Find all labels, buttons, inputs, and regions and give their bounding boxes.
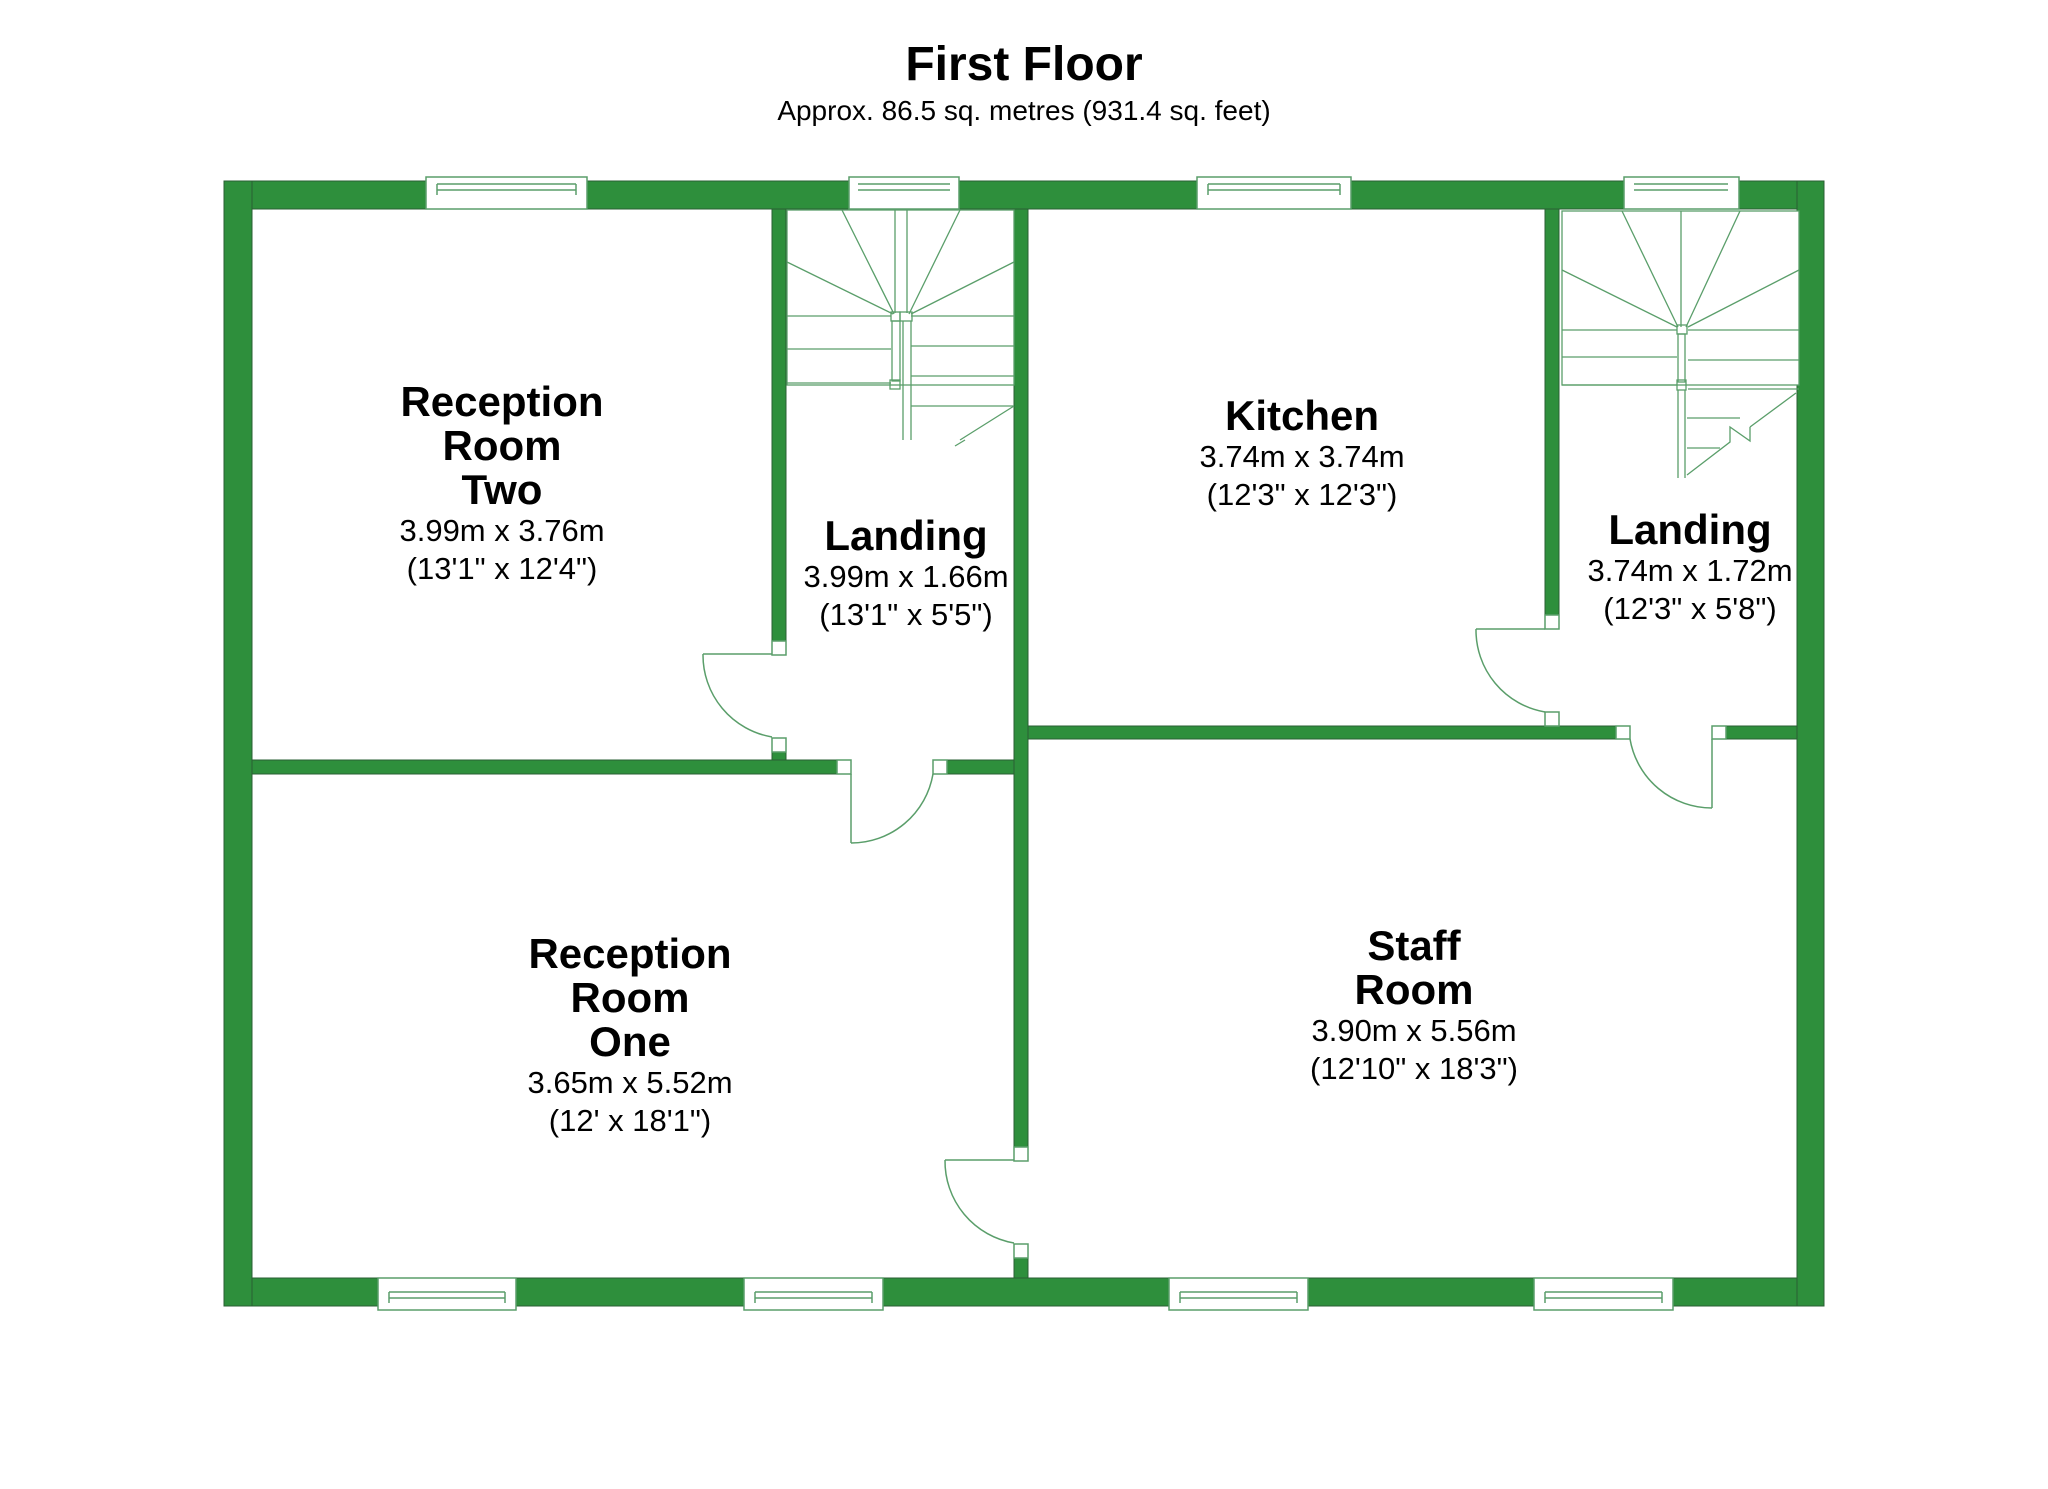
window-bottom-staff-a — [1168, 1277, 1309, 1311]
room-name: One — [589, 1018, 671, 1065]
room-dimensions-imperial: (13'1" x 12'4") — [406, 551, 598, 586]
doors — [702, 614, 1727, 1259]
door-landing-right-to-staff — [1615, 725, 1727, 809]
door-landing-left-to-reception-two — [702, 640, 787, 753]
room-dimensions-metric: 3.65m x 5.52m — [527, 1065, 733, 1100]
room-label-kitchen: Kitchen 3.74m x 3.74m (12'3" x 12'3") — [1199, 394, 1404, 514]
room-dimensions-imperial: (12'3" x 5'8") — [1603, 591, 1777, 626]
room-dimensions-imperial: (12'10" x 18'3") — [1310, 1051, 1518, 1086]
room-name: Kitchen — [1224, 392, 1380, 439]
room-name: Landing — [1608, 506, 1772, 553]
room-label-reception-room-one: Reception Room One 3.65m x 5.52m (12' x … — [527, 932, 732, 1140]
floor-title: First Floor — [905, 38, 1143, 91]
room-dimensions-imperial: (12' x 18'1") — [548, 1103, 712, 1138]
window-bottom-staff-b — [1533, 1277, 1674, 1311]
room-dimensions-metric: 3.99m x 1.66m — [803, 559, 1009, 594]
door-reception-one-to-staff — [944, 1146, 1029, 1259]
room-dimensions-metric: 3.74m x 3.74m — [1199, 439, 1405, 474]
window-bottom-reception-one-b — [743, 1277, 884, 1311]
room-name: Landing — [824, 512, 988, 559]
windows — [377, 176, 1740, 1311]
room-name: Room — [570, 974, 690, 1021]
window-bottom-reception-one-a — [377, 1277, 517, 1311]
room-name: Room — [442, 422, 562, 469]
staircase-right — [1561, 210, 1800, 478]
room-label-landing-left: Landing 3.99m x 1.66m (13'1" x 5'5") — [803, 514, 1008, 634]
window-top-landing-right — [1623, 176, 1740, 210]
room-label-reception-room-two: Reception Room Two 3.99m x 3.76m (13'1" … — [399, 380, 604, 588]
floor-area-subtitle: Approx. 86.5 sq. metres (931.4 sq. feet) — [777, 95, 1271, 126]
staircase-left — [786, 209, 1015, 447]
window-top-landing-left — [848, 176, 960, 210]
room-name: Staff — [1367, 922, 1461, 969]
room-dimensions-metric: 3.99m x 3.76m — [399, 513, 605, 548]
room-name: Two — [461, 466, 543, 513]
room-name: Reception — [528, 930, 732, 977]
door-landing-right-to-kitchen — [1475, 614, 1560, 727]
window-top-reception-two — [425, 176, 588, 210]
room-name: Reception — [400, 378, 604, 425]
room-dimensions-metric: 3.90m x 5.56m — [1311, 1013, 1517, 1048]
window-top-kitchen — [1196, 176, 1352, 210]
room-dimensions-imperial: (13'1" x 5'5") — [819, 597, 993, 632]
door-landing-left-to-reception-one — [836, 759, 948, 844]
room-label-staff-room: Staff Room 3.90m x 5.56m (12'10" x 18'3"… — [1310, 924, 1518, 1088]
room-label-landing-right: Landing 3.74m x 1.72m (12'3" x 5'8") — [1587, 508, 1792, 628]
room-dimensions-imperial: (12'3" x 12'3") — [1206, 477, 1398, 512]
room-name: Room — [1354, 966, 1474, 1013]
room-dimensions-metric: 3.74m x 1.72m — [1587, 553, 1793, 588]
